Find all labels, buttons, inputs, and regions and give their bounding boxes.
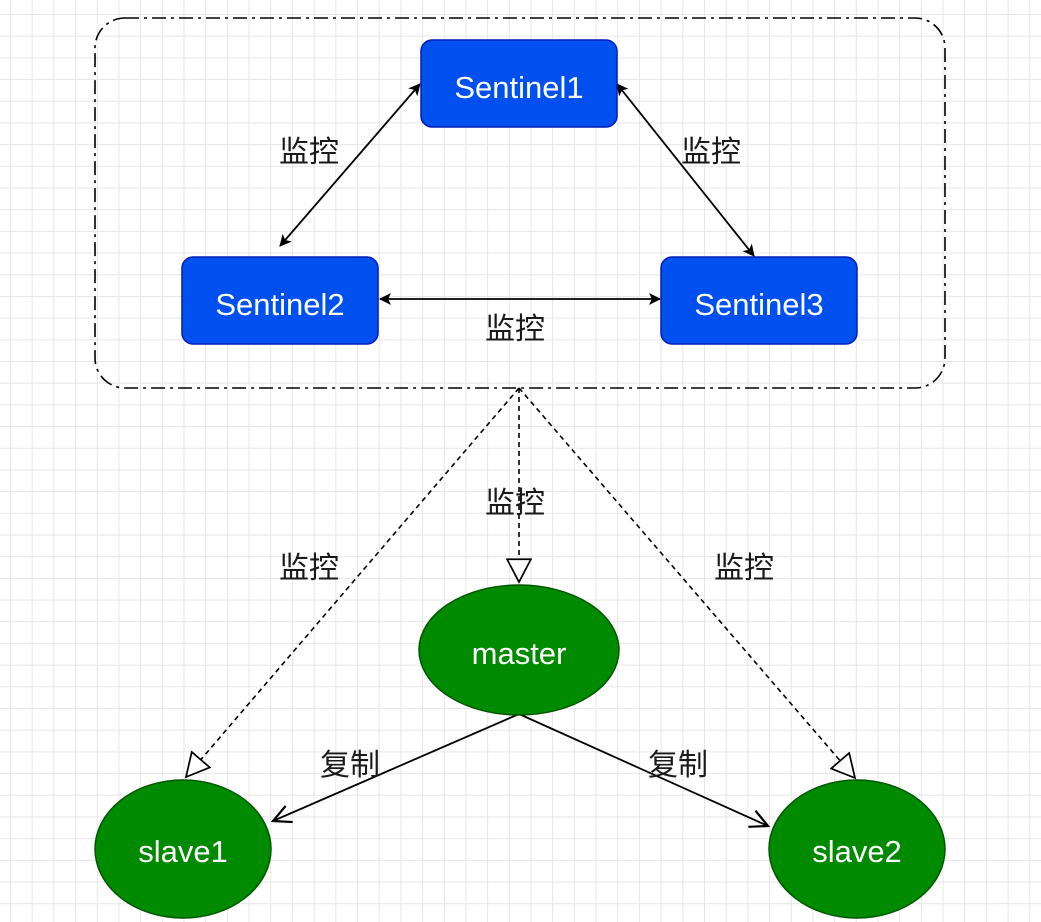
node-sentinel3-label: Sentinel3 bbox=[694, 287, 823, 322]
node-master-label: master bbox=[472, 636, 567, 671]
edge-label-group-slave2: 监控 bbox=[714, 551, 774, 586]
node-sentinel1[interactable]: Sentinel1 bbox=[420, 39, 618, 128]
edge-master-slave2 bbox=[518, 713, 768, 826]
edge-label-sentinel1-sentinel3: 监控 bbox=[681, 135, 741, 170]
node-sentinel1-label: Sentinel1 bbox=[454, 70, 583, 105]
node-slave1-label: slave1 bbox=[138, 834, 228, 869]
node-sentinel2[interactable]: Sentinel2 bbox=[181, 256, 379, 345]
edge-group-slave2 bbox=[518, 387, 855, 778]
edge-label-group-master: 监控 bbox=[485, 486, 545, 521]
sentinel-group-container bbox=[94, 17, 946, 389]
node-sentinel3[interactable]: Sentinel3 bbox=[660, 256, 858, 345]
edge-sentinel1-sentinel3 bbox=[616, 83, 755, 257]
edge-label-sentinel1-sentinel2: 监控 bbox=[279, 135, 339, 170]
edge-label-group-slave1: 监控 bbox=[279, 551, 339, 586]
node-slave2[interactable]: slave2 bbox=[768, 779, 946, 919]
edge-label-master-slave2: 复制 bbox=[648, 748, 708, 783]
node-sentinel2-label: Sentinel2 bbox=[215, 287, 344, 322]
node-slave2-label: slave2 bbox=[812, 834, 902, 869]
node-slave1[interactable]: slave1 bbox=[94, 779, 272, 919]
node-master[interactable]: master bbox=[418, 584, 620, 716]
edge-sentinel1-sentinel2 bbox=[279, 83, 421, 247]
edge-group-slave1 bbox=[186, 387, 520, 777]
edge-master-slave1 bbox=[273, 713, 520, 821]
edge-label-sentinel2-sentinel3: 监控 bbox=[485, 312, 545, 347]
edge-label-master-slave1: 复制 bbox=[320, 748, 380, 783]
